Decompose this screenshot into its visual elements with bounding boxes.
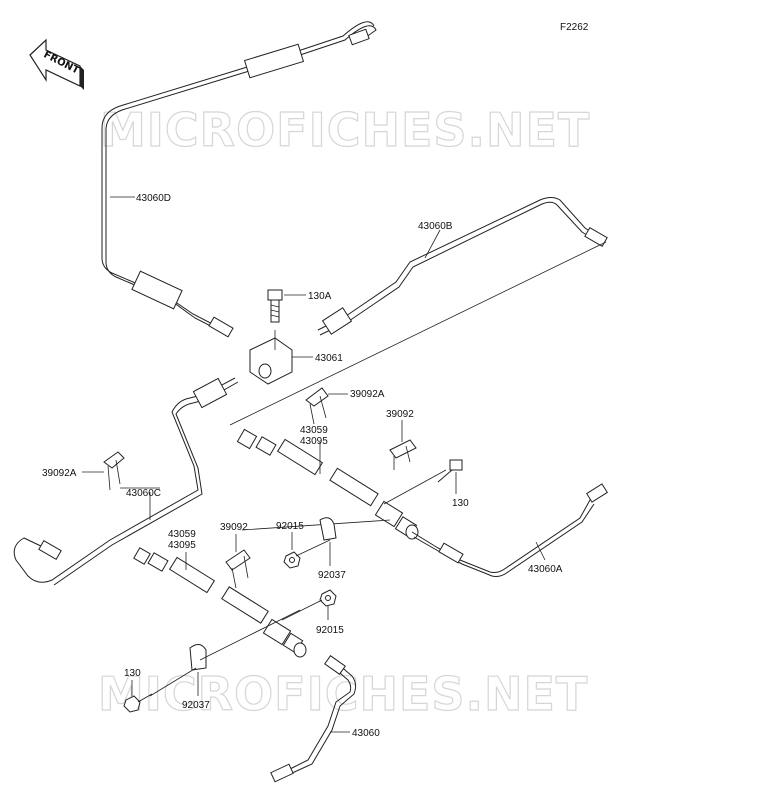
label-43060B: 43060B [418,221,453,232]
label-39092-lower: 39092 [220,522,248,533]
watermark-bottom: MICROFICHES.NET [98,667,588,721]
tube-guard-43060C [192,377,228,409]
front-arrow-icon: FRONT [29,38,84,90]
tube-fitting-43060A-left [438,542,464,564]
clip-39092-lower-icon [225,549,251,589]
figure-code: F2262 [560,22,589,33]
brake-tube-43060D [101,21,377,338]
tube-fitting-43060-bottom [270,763,294,783]
bolt-130-right-icon [437,459,463,483]
brake-hose-lower [133,547,307,658]
label-130A: 130A [308,291,332,302]
label-130-left: 130 [124,668,141,679]
bolt-130A-icon [267,289,283,323]
label-43095-lower: 43095 [168,540,196,551]
nut-92015-upper-icon [283,551,301,569]
clip-39092A-upper-icon [305,387,329,425]
label-43060A: 43060A [528,564,563,575]
label-39092A-upper: 39092A [350,389,385,400]
brake-tube-43060A [411,483,608,577]
bolt-130-left-icon [123,693,153,713]
label-43060: 43060 [352,728,380,739]
nut-92015-lower-icon [319,589,337,607]
label-43060D: 43060D [136,193,171,204]
label-92015-lower: 92015 [316,625,344,636]
bracket-92037-lower-icon [189,644,207,671]
label-43061: 43061 [315,353,343,364]
clip-39092-upper-icon [389,439,417,470]
brake-tube-43060B [317,197,608,336]
brake-tube-43060C [13,377,239,586]
label-43059-upper: 43059 [300,425,328,436]
tube-guard-upper [243,43,305,79]
clip-39092A-left-icon [103,451,125,491]
tube-fitting-43060-top [324,655,346,675]
watermark-top: MICROFICHES.NET [100,103,590,157]
label-39092A-left: 39092A [42,468,77,479]
brake-hose-upper [236,428,419,540]
tube-fitting-43060C-end [38,539,62,561]
label-92037-upper: 92037 [318,570,346,581]
tube-fitting-top [348,28,370,46]
tube-fitting-43061-left [208,316,234,338]
label-43059-lower: 43059 [168,529,196,540]
label-43095-upper: 43095 [300,436,328,447]
label-92037-lower: 92037 [182,700,210,711]
tube-fitting-43060B-end [584,226,608,248]
tube-guard-lower [131,270,183,310]
label-92015-upper: 92015 [276,521,304,532]
label-39092-upper: 39092 [386,409,414,420]
tube-guard-43060B [321,307,353,335]
bracket-92037-upper-icon [319,517,337,541]
joint-43061-icon [249,330,293,385]
brake-tube-43060 [270,655,357,783]
tube-fitting-43060A-right [586,483,608,503]
label-43060C: 43060C [126,488,161,499]
label-130-right: 130 [452,498,469,509]
